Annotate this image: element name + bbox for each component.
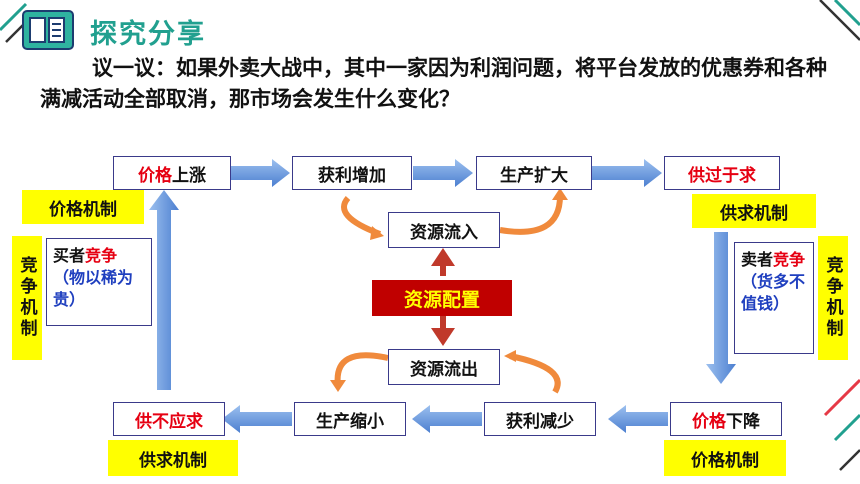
buyer-label: 买者: [53, 246, 86, 265]
curve-arrow-inflow-right: [499, 195, 563, 235]
price-fall-keyword: 价格: [692, 411, 726, 432]
arrow-alloc-down: [431, 316, 455, 346]
discussion-question: 议一议：如果外卖大战中，其中一家因为利润问题，将平台发放的优惠券和各种满减活动全…: [40, 55, 827, 111]
label-price-mechanism-left: 价格机制: [22, 190, 144, 224]
curve-arrow-outflow-right: [509, 353, 561, 394]
box-resource-outflow: 资源流出: [388, 349, 500, 385]
red-stroke-bottom-right: [823, 378, 860, 417]
box-oversupply: 供过于求: [664, 156, 780, 190]
buyer-competition-box: 买者竞争 （物以稀为贵）: [46, 238, 152, 326]
price-rise-verb: 上涨: [172, 165, 206, 186]
label-competition-right: 竞争机制: [818, 236, 848, 360]
box-price-fall: 价格下降: [670, 402, 782, 436]
arrow-alloc-up: [431, 248, 455, 276]
teal-stroke-top-right: [833, 0, 860, 27]
arrow-right-down: [706, 232, 736, 384]
curve-arrow-outflow-left: [334, 352, 389, 387]
arrow-price-to-profit: [230, 159, 290, 187]
book-icon: [22, 10, 74, 50]
seller-competition-word: 竞争: [773, 250, 806, 269]
arrow-profit-to-production: [413, 159, 473, 187]
box-production-up: 生产扩大: [476, 156, 592, 190]
box-resource-allocation: 资源配置: [372, 280, 512, 316]
label-supply-mechanism-right: 供求机制: [692, 194, 816, 228]
page-title: 探究分享: [90, 19, 206, 50]
buyer-note: （物以稀为贵）: [53, 268, 134, 309]
price-rise-keyword: 价格: [138, 165, 172, 186]
box-profit-down: 获利减少: [484, 402, 596, 436]
label-price-mechanism-right: 价格机制: [664, 440, 786, 476]
seller-competition-box: 卖者竞争 （货多不值钱）: [734, 242, 814, 354]
teal-stroke-top-left: [0, 2, 28, 32]
arrow-profitdown-to-prodshrink: [412, 405, 482, 433]
arrow-left-up: [149, 190, 179, 390]
arrow-pricefall-to-profitdown: [608, 405, 668, 433]
seller-note: （货多不值钱）: [741, 272, 806, 313]
label-supply-mechanism-left: 供求机制: [108, 440, 238, 476]
box-profit-up: 获利增加: [292, 156, 412, 190]
box-resource-inflow: 资源流入: [388, 212, 500, 248]
box-price-rise: 价格上涨: [113, 156, 231, 190]
label-competition-left: 竞争机制: [12, 236, 42, 360]
box-production-down: 生产缩小: [294, 402, 406, 436]
arrow-prodshrink-to-shortage: [222, 405, 292, 433]
box-shortage: 供不应求: [113, 402, 225, 436]
buyer-competition-word: 竞争: [85, 246, 118, 265]
arrow-production-to-oversupply: [592, 159, 662, 187]
dark-stroke-top-right: [819, 0, 860, 41]
teal-stroke-bottom-right: [833, 413, 860, 442]
seller-label: 卖者: [741, 250, 774, 269]
dark-stroke-bottom-right: [839, 449, 860, 471]
price-fall-verb: 下降: [726, 411, 760, 432]
